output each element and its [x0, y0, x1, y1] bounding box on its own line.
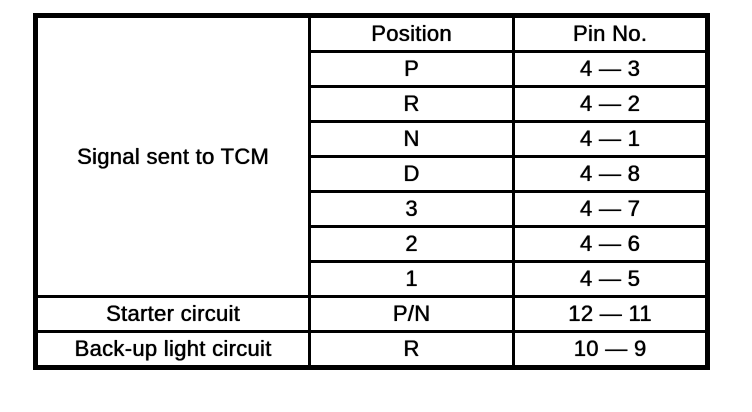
position-cell: R — [308, 85, 515, 123]
col-header-pin-no: Pin No. — [512, 14, 709, 53]
position-cell: P — [308, 50, 515, 88]
pin-cell: 4 — 8 — [512, 155, 709, 193]
signal-group-cell: Signal sent to TCM — [34, 14, 311, 298]
row-label-starter-circuit: Starter circuit — [34, 295, 311, 333]
table-row: 3 4 — 7 — [36, 190, 709, 228]
position-cell: P/N — [308, 295, 515, 333]
pin-cell: 4 — 6 — [512, 225, 709, 263]
table-row: 2 4 — 6 — [36, 225, 709, 263]
table-row: Starter circuit P/N 12 — 11 — [34, 295, 709, 333]
table-row: D 4 — 8 — [36, 155, 709, 193]
pin-cell: 4 — 1 — [512, 120, 709, 158]
row-label-backup-light-circuit: Back-up light circuit — [34, 330, 311, 369]
col-header-position: Position — [308, 14, 515, 53]
position-cell: 2 — [308, 225, 515, 263]
table-row: 1 4 — 5 — [36, 260, 709, 298]
pin-cell: 4 — 3 — [512, 50, 709, 88]
position-cell: D — [308, 155, 515, 193]
pin-assignment-table: Signal sent to TCM Position Pin No. P 4 … — [33, 13, 710, 370]
table-row: R 4 — 2 — [36, 85, 709, 123]
table-row: N 4 — 1 — [36, 120, 709, 158]
pin-cell: 12 — 11 — [512, 295, 709, 333]
table-row: Signal sent to TCM Position Pin No. — [34, 14, 709, 298]
table-row: Back-up light circuit R 10 — 9 — [34, 330, 709, 369]
table-row: P 4 — 3 — [36, 50, 709, 88]
pin-cell: 4 — 5 — [512, 260, 709, 298]
pin-cell: 4 — 2 — [512, 85, 709, 123]
position-cell: N — [308, 120, 515, 158]
position-cell: 3 — [308, 190, 515, 228]
position-cell: R — [308, 330, 515, 369]
pin-cell: 10 — 9 — [512, 330, 709, 369]
position-cell: 1 — [308, 260, 515, 298]
pin-cell: 4 — 7 — [512, 190, 709, 228]
